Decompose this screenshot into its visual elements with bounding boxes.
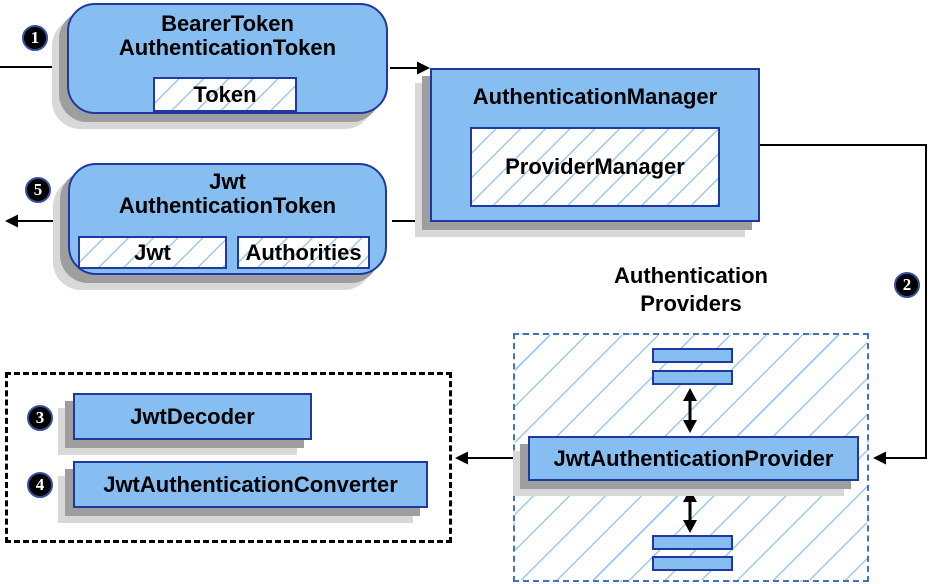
jwt-decoder-box: JwtDecoder — [73, 393, 312, 440]
jwt-authentication-converter-box: JwtAuthenticationConverter — [73, 461, 428, 508]
provider-stub-bar — [652, 348, 733, 363]
step-5-badge: 5 — [25, 177, 51, 203]
token-field: Token — [153, 77, 297, 112]
bearer-token-title-line2: AuthenticationToken — [118, 35, 337, 60]
authentication-manager-title: AuthenticationManager — [472, 84, 718, 109]
jwt-field: Jwt — [78, 236, 227, 269]
jwt-decoder-label: JwtDecoder — [130, 403, 255, 429]
bearer-to-manager-arrow — [390, 61, 430, 75]
decoder-converter-group-box — [5, 372, 452, 543]
outgoing-result-arrow — [5, 214, 65, 228]
authorities-field-label: Authorities — [245, 239, 362, 265]
provider-stub-bar — [652, 535, 733, 550]
provider-manager-box: ProviderManager — [470, 127, 720, 207]
step-3-badge: 3 — [27, 405, 53, 431]
providers-label-line2: Providers — [640, 291, 742, 316]
step-2-badge: 2 — [894, 272, 920, 298]
jwt-token-title-line2: AuthenticationToken — [118, 193, 337, 218]
step-1-badge: 1 — [22, 25, 48, 51]
jwt-authentication-converter-label: JwtAuthenticationConverter — [103, 471, 398, 497]
authorities-field: Authorities — [237, 236, 370, 269]
provider-manager-label: ProviderManager — [505, 154, 685, 179]
provider-bidirectional-arrow-bottom — [683, 489, 697, 533]
jwt-token-title-line1: Jwt — [209, 169, 246, 194]
provider-bidirectional-arrow-top — [683, 388, 697, 433]
providers-label-line1: Authentication — [614, 263, 768, 288]
step-4-badge: 4 — [27, 472, 53, 498]
token-field-label: Token — [193, 81, 257, 107]
authentication-providers-label: Authentication Providers — [513, 262, 869, 318]
jwt-authentication-provider-box: JwtAuthenticationProvider — [528, 436, 859, 481]
manager-to-provider-arrow — [760, 144, 927, 465]
provider-stub-bar — [652, 556, 733, 571]
provider-stub-bar — [652, 370, 733, 385]
jwt-field-label: Jwt — [134, 239, 171, 265]
jwt-authentication-provider-label: JwtAuthenticationProvider — [553, 445, 834, 471]
bearer-token-title-line1: BearerToken — [161, 11, 294, 36]
provider-to-decoder-arrow — [455, 451, 529, 465]
